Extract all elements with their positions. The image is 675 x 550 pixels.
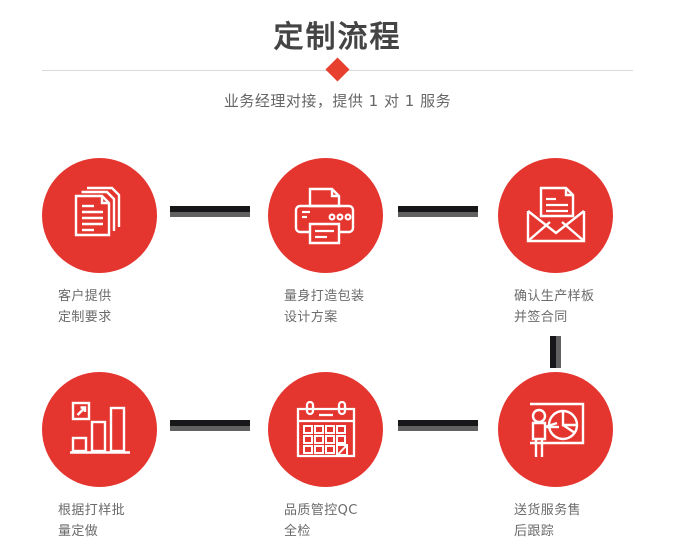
step-2-label: 量身打造包装 设计方案 [284,286,434,328]
connector-step5-step6 [398,420,478,431]
step-2-label-line2: 设计方案 [284,310,338,325]
step-2-circle [268,158,383,273]
step-1-label: 客户提供 定制要求 [58,286,208,328]
connector-bar [170,420,250,426]
bar-chart-growth-icon [69,401,130,454]
step-4-label: 根据打样批 量定做 [58,500,208,542]
documents-stack-icon [74,186,120,236]
connector-bar-shadow [398,212,478,217]
step-6-label-line1: 送货服务售 [514,503,582,518]
step-3-label-line1: 确认生产样板 [514,289,595,304]
connector-bar-shadow [170,426,250,431]
envelope-letter-icon [526,186,585,242]
presentation-pie-chart-icon [529,402,584,457]
calendar-icon [296,400,355,457]
step-3-label: 确认生产样板 并签合同 [514,286,664,328]
step-6-label-line2: 后跟踪 [514,524,555,539]
connector-bar-shadow [170,212,250,217]
step-5-label-line1: 品质管控QC [284,503,358,518]
connector-bar [398,420,478,426]
step-1-circle [42,158,157,273]
connector-step4-step5 [170,420,250,431]
connector-bar-shadow [556,336,561,368]
connector-step3-step6 [550,336,561,368]
connector-bar-shadow [398,426,478,431]
connector-bar [170,206,250,212]
connector-bar [550,336,556,368]
step-5-label: 品质管控QC 全检 [284,500,434,542]
printer-icon [294,187,354,244]
diamond-accent-icon [325,57,350,82]
step-3-label-line2: 并签合同 [514,310,568,325]
page-subtitle: 业务经理对接，提供 1 对 1 服务 [223,92,452,110]
header-divider [42,57,633,82]
step-6-label: 送货服务售 后跟踪 [514,500,664,542]
step-1-label-line1: 客户提供 [58,289,112,304]
step-2-label-line1: 量身打造包装 [284,289,365,304]
step-4-circle [42,372,157,487]
step-5-circle [268,372,383,487]
step-3-circle [498,158,613,273]
step-6-circle [498,372,613,487]
step-4-label-line2: 量定做 [58,524,99,539]
step-1-label-line2: 定制要求 [58,310,112,325]
connector-step1-step2 [170,206,250,217]
step-5-label-line2: 全检 [284,524,311,539]
page-title: 定制流程 [273,20,402,55]
connector-step2-step3 [398,206,478,217]
step-4-label-line1: 根据打样批 [58,503,126,518]
connector-bar [398,206,478,212]
